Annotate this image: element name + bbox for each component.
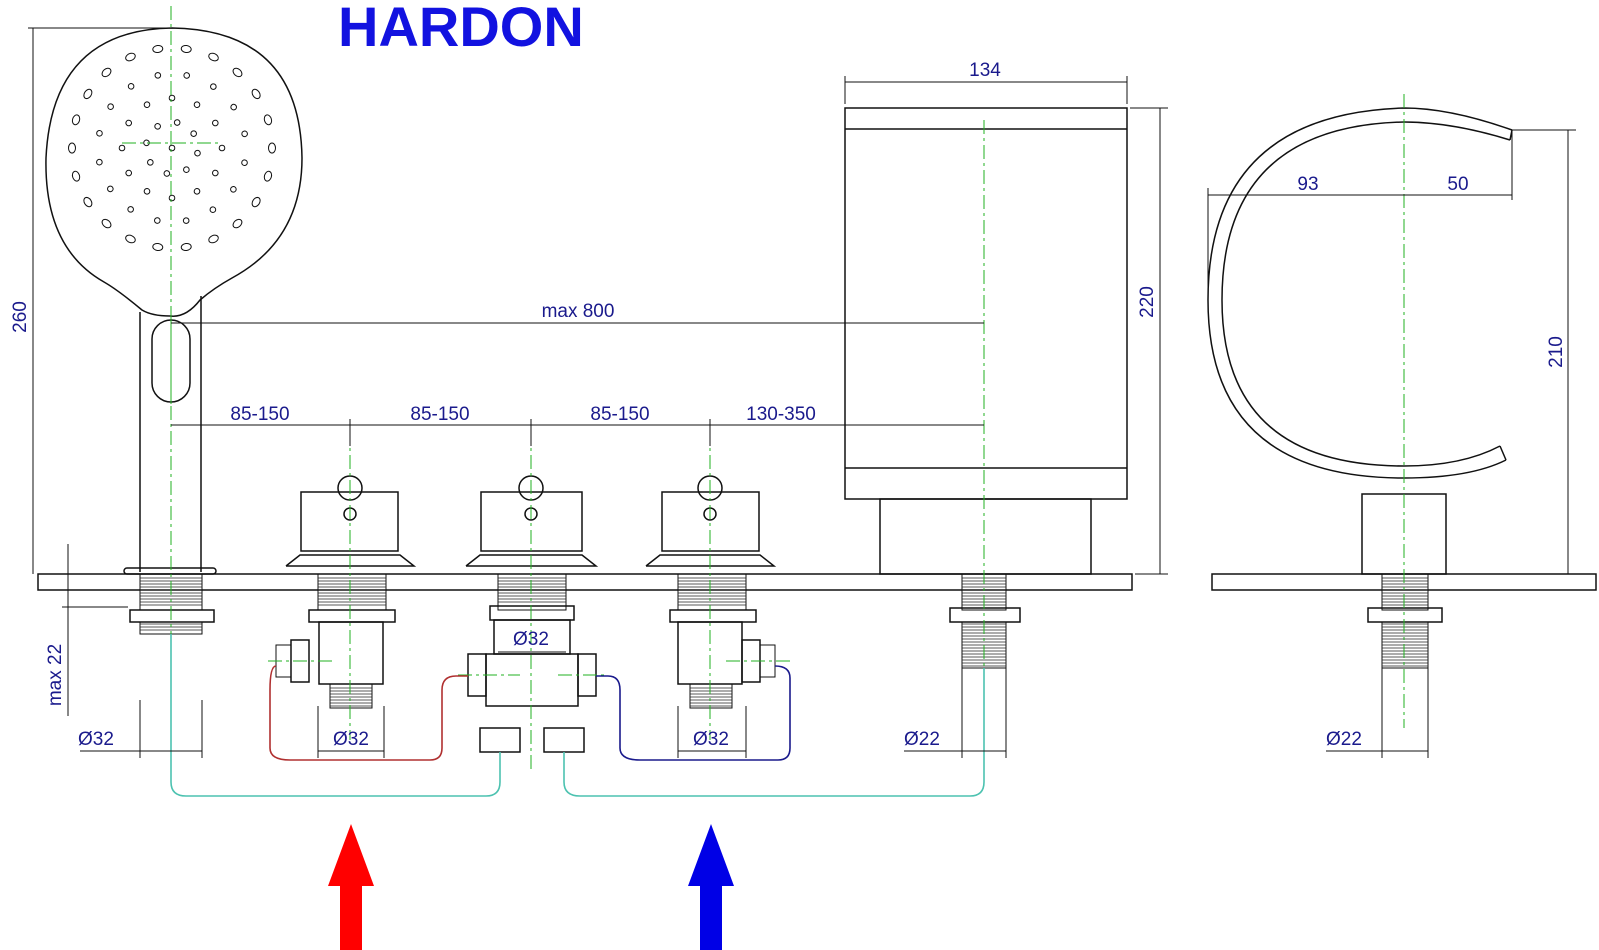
nozzle	[68, 142, 76, 154]
dim-dia-shower: Ø32	[78, 729, 114, 750]
nozzle	[125, 234, 136, 244]
nozzle	[127, 206, 134, 213]
dim-dia-center: Ø32	[513, 629, 549, 650]
nozzle	[168, 194, 176, 202]
dim-dia-valve-right: Ø32	[693, 729, 729, 750]
nozzle	[125, 52, 136, 62]
nozzle	[147, 159, 154, 166]
nozzle	[251, 196, 261, 208]
dimension-lines	[28, 27, 1576, 758]
nozzle	[71, 114, 81, 126]
cold-inlet-arrow	[688, 824, 734, 950]
thread-hot	[318, 577, 386, 707]
dim-max-deck: max 22	[45, 644, 66, 706]
deck-plate-main	[37, 573, 1133, 591]
dim-spacing-3: 85-150	[590, 404, 649, 425]
valve-hot	[275, 475, 417, 709]
nozzle	[107, 185, 114, 193]
dim-spout-width: 134	[969, 60, 1001, 81]
hot-hose	[269, 665, 468, 761]
nozzle	[168, 144, 176, 152]
spout-front	[844, 107, 1128, 669]
dim-spout-height: 220	[1137, 286, 1158, 318]
cold-hose	[596, 665, 791, 761]
dim-handshower-height: 260	[10, 301, 31, 333]
nozzle	[212, 119, 219, 127]
nozzle	[183, 166, 190, 173]
nozzle	[263, 170, 273, 182]
nozzle	[101, 67, 112, 78]
nozzle	[230, 103, 237, 111]
dim-dia-valve-left: Ø32	[333, 729, 369, 750]
hot-inlet-arrow	[328, 824, 374, 950]
nozzle	[163, 170, 171, 177]
shower-hose	[170, 634, 501, 797]
nozzle	[183, 72, 191, 79]
nozzle	[241, 159, 248, 167]
nozzle	[212, 169, 219, 177]
dim-max-hose: max 800	[542, 301, 615, 322]
nozzle	[218, 144, 226, 152]
dim-side-height: 210	[1546, 336, 1567, 368]
hand-shower	[45, 27, 303, 635]
nozzle	[125, 169, 132, 177]
nozzle	[193, 188, 201, 195]
nozzle	[251, 88, 261, 100]
dim-spacing-4: 130-350	[746, 404, 816, 425]
thread-cold	[678, 577, 746, 707]
nozzle	[180, 242, 192, 252]
nozzle	[83, 88, 93, 100]
product-title: HARDON	[338, 0, 584, 58]
nozzle	[152, 242, 164, 252]
nozzle	[230, 186, 237, 193]
dim-spacing-1: 85-150	[230, 404, 289, 425]
dimension-labels: 260 max 800 85-150 85-150 85-150 130-350…	[10, 60, 1567, 750]
nozzle	[241, 130, 248, 138]
nozzle	[263, 114, 273, 126]
nozzle	[143, 188, 151, 195]
nozzle	[127, 83, 135, 90]
nozzle	[143, 101, 151, 108]
dim-dia-spout: Ø22	[904, 729, 940, 750]
nozzle	[154, 123, 161, 130]
nozzle	[154, 72, 162, 79]
nozzle	[209, 206, 217, 213]
nozzle	[168, 94, 176, 102]
thread-side	[1382, 577, 1428, 667]
nozzle	[232, 218, 243, 229]
nozzle	[232, 67, 243, 78]
nozzle	[96, 158, 103, 166]
nozzle	[152, 44, 164, 54]
nozzle	[96, 129, 103, 137]
centerlines	[122, 6, 1405, 770]
nozzle	[194, 149, 201, 157]
nozzle	[193, 101, 201, 108]
dim-side-opening: 50	[1447, 174, 1468, 195]
dim-side-reach: 93	[1297, 174, 1318, 195]
dim-spacing-2: 85-150	[410, 404, 469, 425]
nozzle	[125, 119, 132, 127]
nozzle	[107, 103, 114, 110]
nozzle	[153, 217, 161, 224]
dim-side-dia: Ø22	[1326, 729, 1362, 750]
nozzle	[101, 218, 112, 229]
nozzle	[268, 142, 276, 154]
nozzle	[208, 234, 219, 244]
nozzle	[208, 52, 219, 62]
valve-center	[465, 475, 599, 753]
nozzle	[83, 196, 93, 208]
nozzle	[71, 170, 81, 182]
nozzle	[182, 217, 190, 224]
spout-hose	[563, 668, 985, 797]
shower-nozzles	[68, 44, 276, 252]
nozzle	[118, 144, 126, 152]
nozzle	[210, 83, 217, 90]
nozzle	[190, 130, 197, 137]
thread-center	[498, 577, 566, 603]
nozzle	[180, 44, 192, 54]
nozzle	[173, 119, 181, 126]
